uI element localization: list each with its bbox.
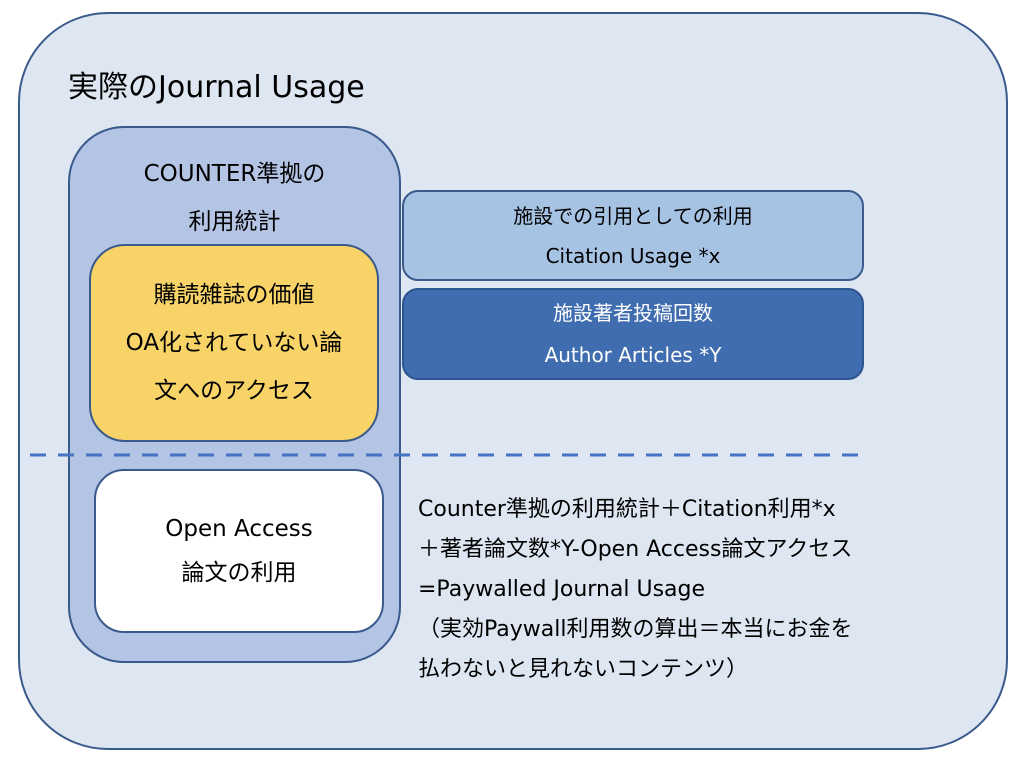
subscribed-label-line-2: OA化されていない論 xyxy=(125,330,343,356)
formula-line-2: ＋著者論文数*Y-Open Access論文アクセス xyxy=(418,537,853,562)
open-access-label-line-1: Open Access xyxy=(165,516,313,542)
dashed-divider-line xyxy=(30,453,868,457)
citation-label-line-1: 施設での引用としての利用 xyxy=(513,203,753,228)
formula-line-1: Counter準拠の利用統計＋Citation利用*x xyxy=(418,497,836,522)
citation-usage-box: 施設での引用としての利用 Citation Usage *x xyxy=(402,190,864,281)
counter-label-line-2: 利用統計 xyxy=(188,209,281,235)
subscribed-label-line-3: 文へのアクセス xyxy=(154,378,314,404)
subscribed-label-line-1: 購読雑誌の価値 xyxy=(153,282,315,308)
author-articles-box: 施設著者投稿回数 Author Articles *Y xyxy=(402,288,864,380)
author-articles-label: 施設著者投稿回数 Author Articles *Y xyxy=(545,292,722,376)
formula-line-3: =Paywalled Journal Usage xyxy=(418,577,706,602)
formula-text: Counter準拠の利用統計＋Citation利用*x ＋著者論文数*Y-Ope… xyxy=(418,490,998,690)
formula-line-5: 払わないと見れないコンテンツ） xyxy=(418,657,749,682)
author-label-line-1: 施設著者投稿回数 xyxy=(552,301,713,325)
journal-usage-title: 実際のJournal Usage xyxy=(68,70,365,105)
subscribed-journal-label: 購読雑誌の価値 OA化されていない論 文へのアクセス xyxy=(126,271,343,415)
citation-usage-label: 施設での引用としての利用 Citation Usage *x xyxy=(513,196,752,276)
citation-label-line-2: Citation Usage *x xyxy=(545,243,721,268)
open-access-label-line-2: 論文の利用 xyxy=(181,560,297,586)
open-access-usage-box: Open Access 論文の利用 xyxy=(94,469,384,633)
formula-line-4: （実効Paywall利用数の算出＝本当にお金を xyxy=(418,617,853,642)
author-label-line-2: Author Articles *Y xyxy=(544,343,722,367)
open-access-label: Open Access 論文の利用 xyxy=(165,507,312,595)
counter-label-line-1: COUNTER準拠の xyxy=(143,161,326,187)
subscribed-journal-value-box: 購読雑誌の価値 OA化されていない論 文へのアクセス xyxy=(89,244,379,442)
counter-statistics-label: COUNTER準拠の 利用統計 xyxy=(68,150,401,246)
